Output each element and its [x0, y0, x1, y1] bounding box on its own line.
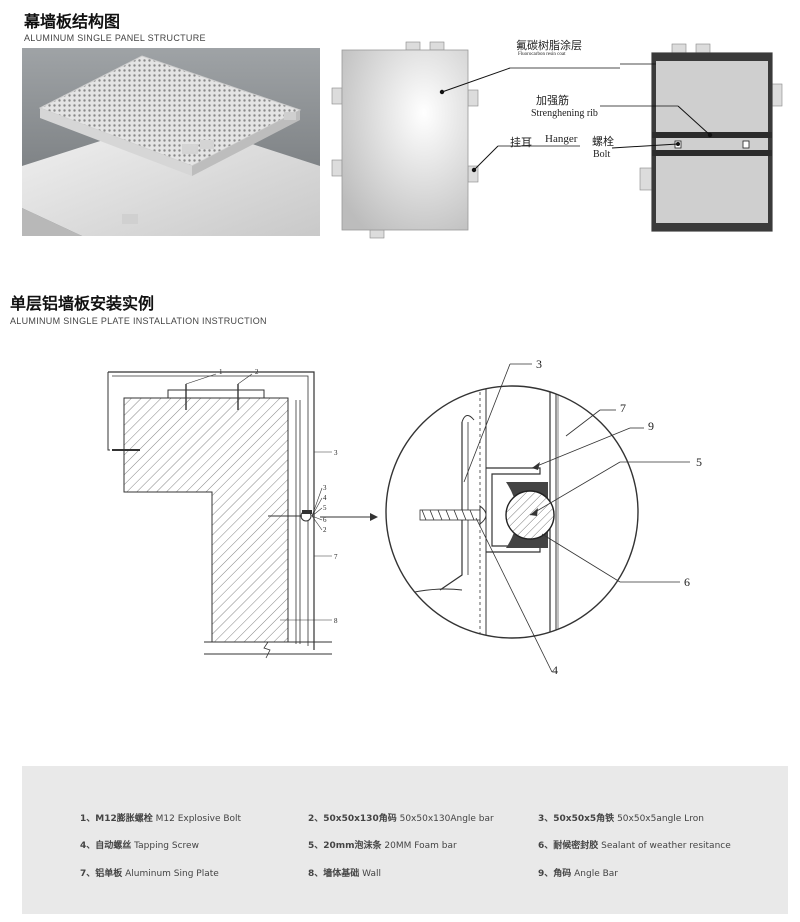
section-label-5: 5	[323, 504, 327, 512]
detail-label-9: 9	[648, 419, 654, 433]
bolt-label-cn: 螺栓	[592, 135, 614, 148]
legend-item-7: 7、铝单板 Aluminum Sing Plate	[80, 869, 219, 879]
legend-panel	[22, 766, 788, 914]
legend-item-2: 2、50x50x130角码 50x50x130Angle bar	[308, 814, 494, 824]
coating-label-cn: 氟碳树脂涂层	[516, 39, 582, 52]
section-label-6: 6	[323, 516, 327, 524]
section-label-2b: 2	[323, 526, 327, 534]
section-label-8: 8	[334, 617, 338, 625]
section-label-1: 1	[219, 368, 223, 376]
legend-item-6: 6、耐候密封胶 Sealant of weather resitance	[538, 841, 731, 851]
flat-panel-diagram	[331, 41, 620, 239]
rib-label-en: Strenghening rib	[531, 108, 598, 119]
detail-arrow	[320, 513, 378, 521]
installation-section-drawing: 1 2 3 3 4 5 6 2 7 8	[107, 368, 338, 659]
coating-label-en: Fluorocarbon resin coat	[518, 52, 566, 57]
installation-title-cn: 单层铝墙板安装实例	[10, 294, 155, 313]
section-label-7: 7	[334, 553, 338, 561]
detail-label-3: 3	[536, 357, 542, 371]
section-label-3: 3	[334, 449, 338, 457]
detail-label-6: 6	[684, 575, 690, 589]
hanger-label-en: Hanger	[545, 133, 578, 145]
legend-item-8: 8、墙体基础 Wall	[308, 869, 381, 879]
legend-item-9: 9、角码 Angle Bar	[538, 869, 619, 879]
legend-item-1: 1、M12膨胀螺栓 M12 Explosive Bolt	[80, 814, 242, 824]
detail-label-7: 7	[620, 401, 626, 415]
structure-title-en: ALUMINUM SINGLE PANEL STRUCTURE	[24, 33, 206, 43]
bolt-label-en: Bolt	[593, 149, 611, 160]
rib-label-cn: 加强筋	[536, 94, 569, 107]
legend-item-4: 4、自动螺丝 Tapping Screw	[80, 841, 199, 851]
legend-item-3: 3、50x50x5角铁 50x50x5angle Lron	[538, 814, 704, 824]
hanger-label-cn: 挂耳	[510, 136, 532, 149]
installation-title-en: ALUMINUM SINGLE PLATE INSTALLATION INSTR…	[10, 316, 267, 326]
detail-label-4: 4	[552, 663, 558, 677]
detail-label-5: 5	[696, 455, 702, 469]
legend-item-5: 5、20mm泡沫条 20MM Foam bar	[308, 841, 457, 851]
section-label-2: 2	[255, 368, 259, 376]
perforated-panel-photo	[22, 48, 320, 236]
rib-panel-diagram	[600, 43, 783, 232]
section-label-4: 4	[323, 494, 327, 502]
structure-title-cn: 幕墙板结构图	[24, 12, 121, 31]
section-label-3b: 3	[323, 484, 327, 492]
joint-detail-drawing: 3 7 9 5 6 4	[385, 357, 702, 677]
